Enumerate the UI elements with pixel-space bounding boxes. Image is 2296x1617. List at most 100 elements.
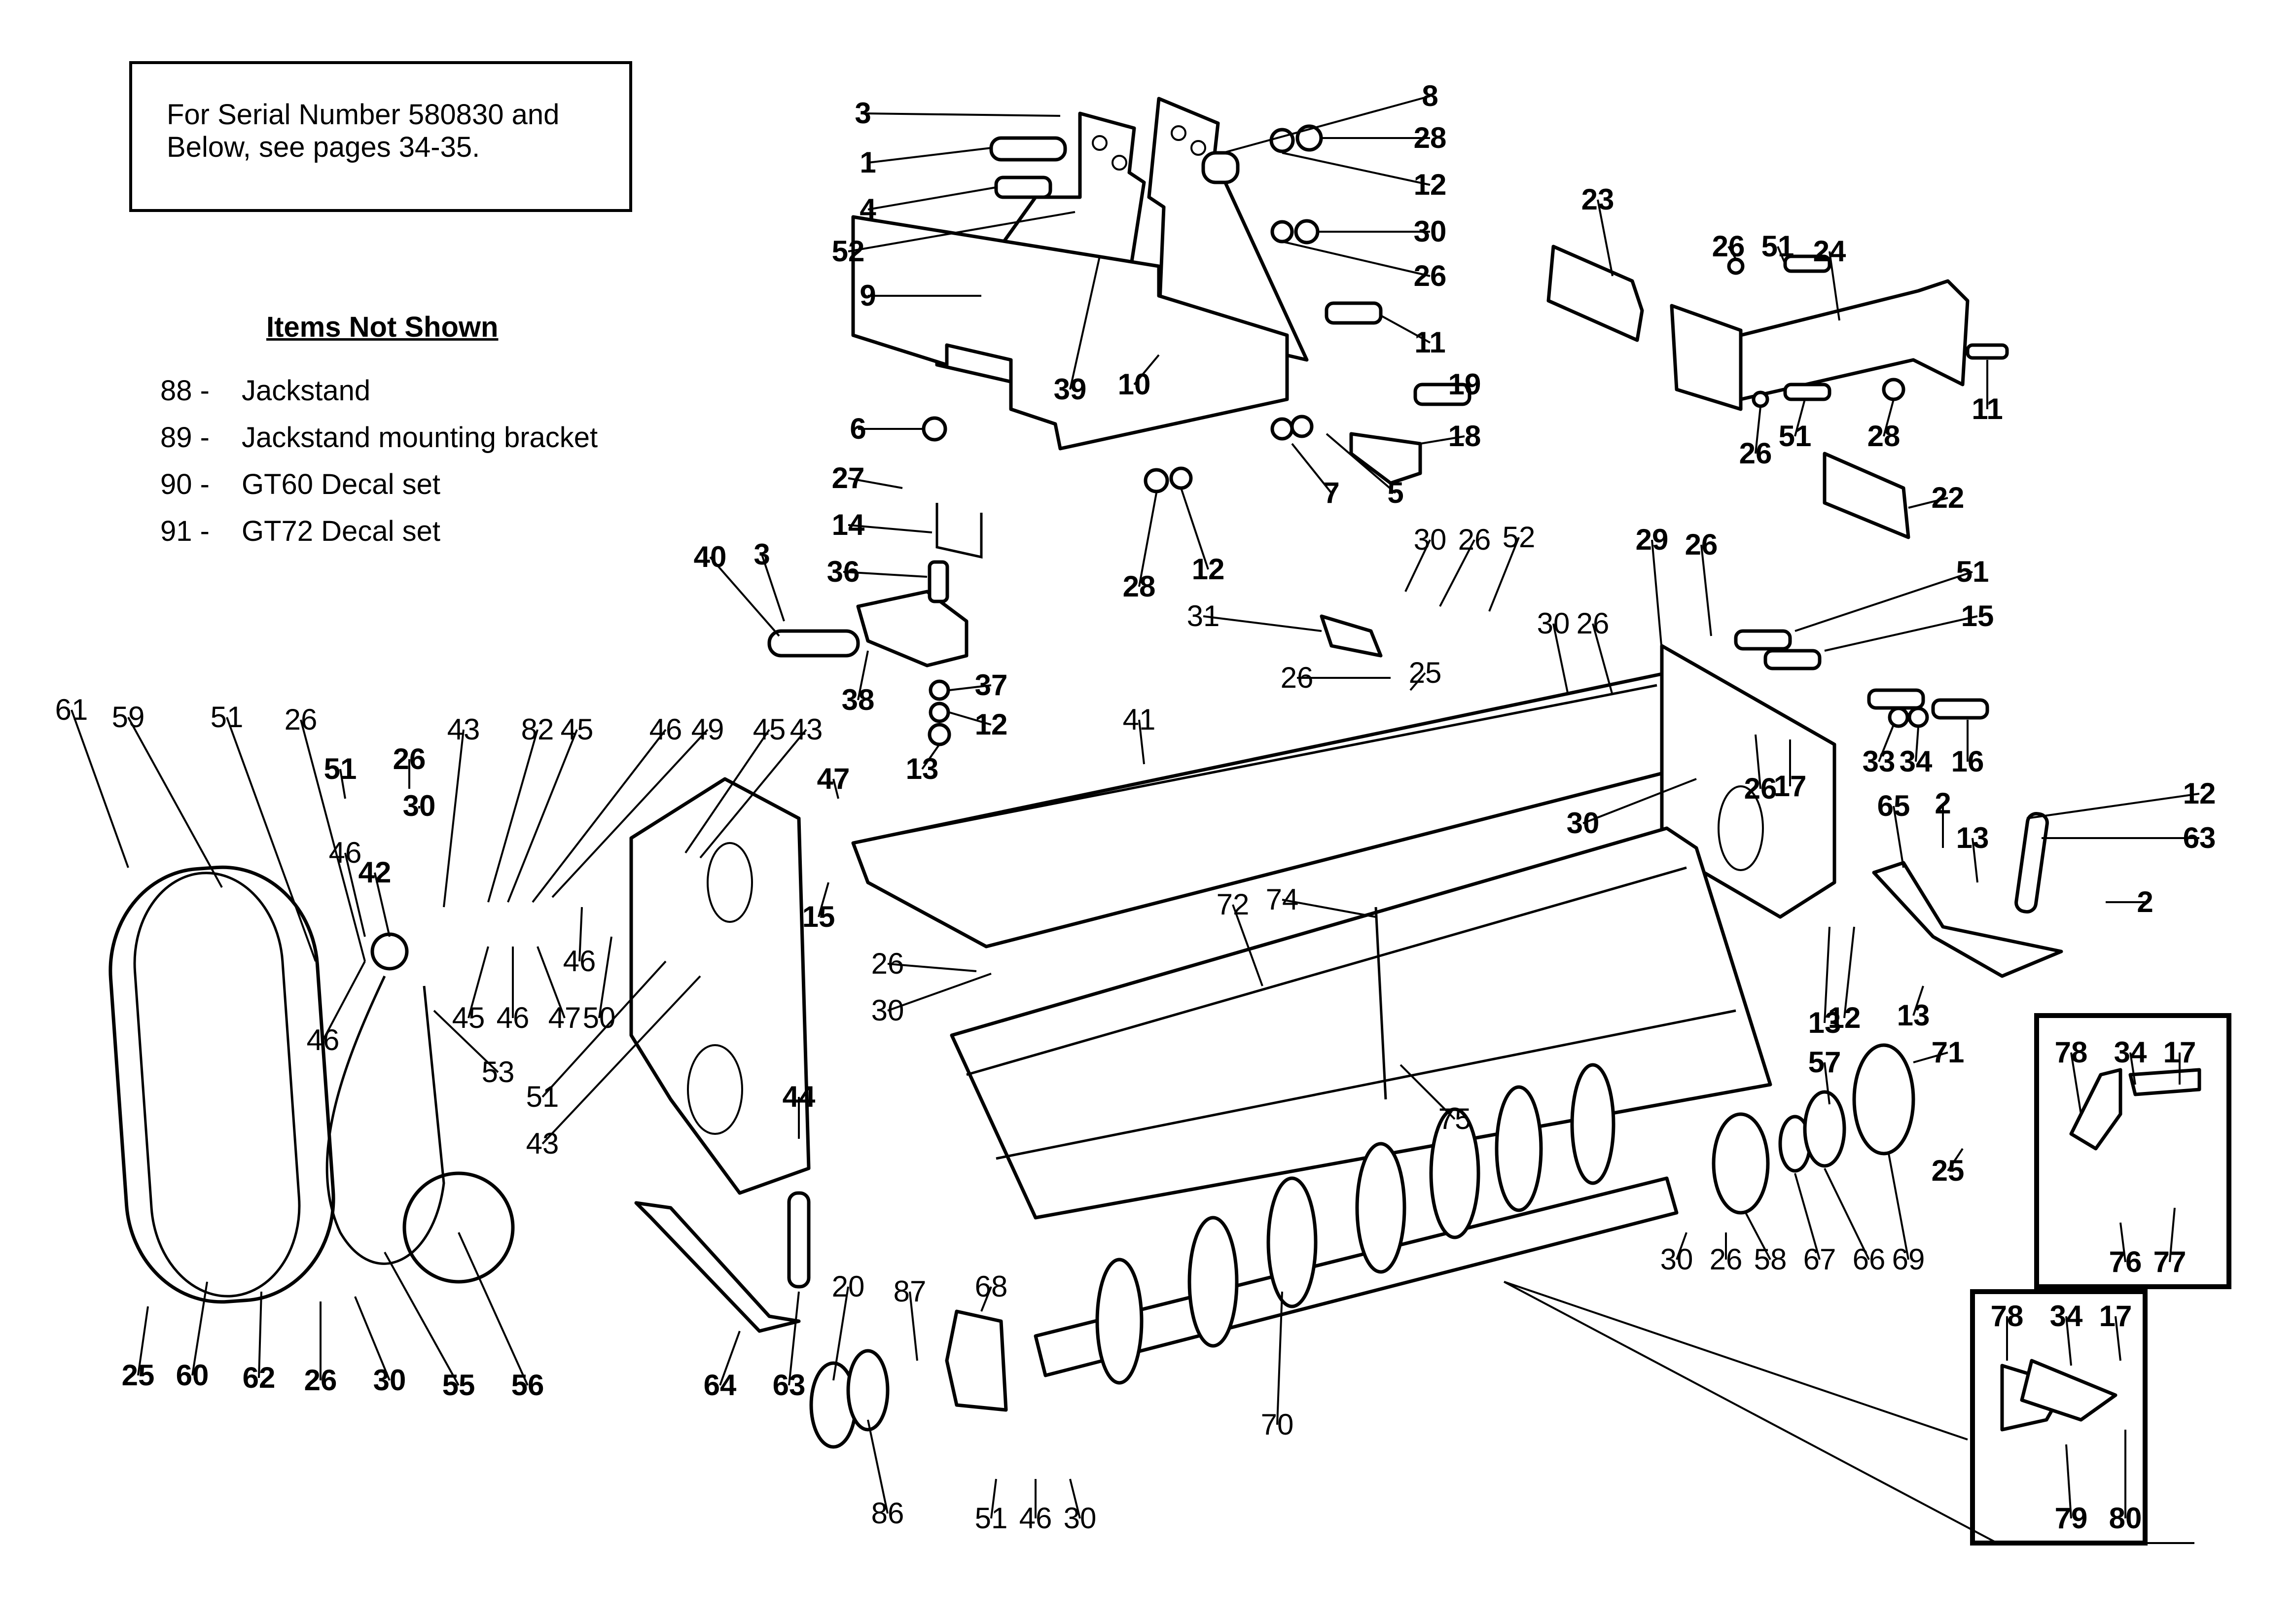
callout-label-30: 30 <box>1064 1502 1097 1535</box>
callout-label-44: 44 <box>783 1080 816 1113</box>
callout-leader-37 <box>949 684 992 691</box>
hitch-bracket-right <box>1147 97 1309 362</box>
callout-leader-39 <box>1069 256 1101 390</box>
hood-edge <box>877 684 1657 840</box>
callout-label-46: 46 <box>649 713 682 746</box>
bolt-36 <box>928 560 949 603</box>
washer-12 <box>1269 128 1295 153</box>
callout-leader-56 <box>458 1232 529 1386</box>
callout-label-2: 2 <box>1935 787 1951 820</box>
callout-label-46: 46 <box>1019 1502 1052 1535</box>
callout-label-16: 16 <box>1951 745 1984 778</box>
callout-leader-30 <box>1676 1232 1687 1260</box>
callout-label-11: 11 <box>1972 392 2003 425</box>
chain-case-cover <box>108 865 335 1304</box>
serial-note-line-1: For Serial Number 580830 and <box>167 99 560 131</box>
tine-disc <box>1095 1258 1144 1385</box>
callout-leader-75 <box>1399 1064 1456 1120</box>
callout-label-26: 26 <box>1744 772 1777 805</box>
bolt-16 <box>1931 698 1989 720</box>
callout-leader-45 <box>684 729 770 854</box>
callout-label-39: 39 <box>1054 373 1087 406</box>
nut-30 <box>1294 219 1320 245</box>
callout-leader-12 <box>2026 793 2200 819</box>
item-number: 91 - <box>160 515 210 547</box>
depth-bar-64 <box>634 1201 801 1333</box>
callout-leader-28 <box>1883 399 1895 437</box>
tine-inset-bottom <box>1970 1289 2148 1546</box>
seal-86 <box>846 1349 890 1432</box>
callout-label-64: 64 <box>704 1369 737 1402</box>
callout-label-22: 22 <box>1932 481 1965 514</box>
callout-leader-13 <box>1824 926 1830 1023</box>
callout-leader-27 <box>848 477 903 489</box>
callout-label-28: 28 <box>1867 420 1901 453</box>
tine-disc <box>1495 1085 1543 1212</box>
callout-label-26: 26 <box>1577 607 1610 640</box>
callout-leader-29 <box>1651 539 1663 651</box>
bolt-11b <box>1966 343 2009 360</box>
callout-label-20: 20 <box>832 1270 865 1303</box>
callout-leader-51 <box>1794 571 1973 632</box>
callout-label-28: 28 <box>1123 570 1156 603</box>
callout-label-37: 37 <box>975 668 1008 702</box>
callout-leader-24 <box>1829 251 1840 321</box>
callout-leader-36 <box>843 571 928 578</box>
callout-leader-51 <box>339 769 346 799</box>
tine-80 <box>2020 1359 2117 1422</box>
callout-leader-76 <box>2119 1222 2126 1263</box>
callout-label-12: 12 <box>2183 777 2216 810</box>
callout-leader-26 <box>887 963 977 972</box>
callout-label-63: 63 <box>2183 821 2216 854</box>
callout-label-30: 30 <box>373 1364 406 1397</box>
callout-leader-19 <box>1464 384 1471 395</box>
callout-label-80: 80 <box>2109 1502 2142 1535</box>
u-bolt-14 <box>935 503 983 559</box>
callout-label-67: 67 <box>1803 1243 1836 1276</box>
callout-label-25: 25 <box>1932 1154 1965 1187</box>
callout-leader-28 <box>1138 492 1157 587</box>
callout-label-51: 51 <box>1779 420 1812 453</box>
callout-leader-50 <box>598 936 612 1019</box>
callout-leader-4 <box>867 186 997 211</box>
callout-label-60: 60 <box>176 1359 209 1392</box>
callout-label-14: 14 <box>832 508 865 541</box>
callout-label-18: 18 <box>1448 420 1481 453</box>
bracket-hole <box>1190 140 1206 156</box>
callout-leader-52 <box>1488 537 1520 612</box>
flap-fold-line <box>966 866 1687 1076</box>
tine-76 <box>2069 1068 2122 1151</box>
callout-leader-22 <box>1908 497 1948 509</box>
callout-label-62: 62 <box>243 1361 276 1394</box>
bolt-51b <box>1783 383 1831 401</box>
flange-69 <box>1852 1043 1915 1156</box>
callout-leader-30 <box>1069 1478 1081 1519</box>
callout-label-7: 7 <box>1323 476 1339 509</box>
callout-label-3: 3 <box>855 97 871 130</box>
hitch-pin-8 <box>1201 151 1240 184</box>
callout-leader-69 <box>1888 1153 1909 1260</box>
callout-leader-57 <box>1824 1062 1830 1105</box>
callout-label-51: 51 <box>324 752 357 785</box>
callout-label-17: 17 <box>1774 770 1807 803</box>
plate-opening-lower <box>687 1044 743 1135</box>
washer-34 <box>1907 706 1929 728</box>
callout-label-17: 17 <box>2099 1300 2132 1333</box>
callout-label-9: 9 <box>860 279 876 312</box>
callout-label-38: 38 <box>842 683 875 716</box>
callout-leader-70 <box>1276 1291 1283 1425</box>
bearing-housing-68 <box>945 1309 1008 1412</box>
callout-label-68: 68 <box>975 1270 1008 1303</box>
callout-label-15: 15 <box>802 900 835 933</box>
callout-label-8: 8 <box>1422 79 1438 112</box>
washer-7 <box>1270 417 1294 441</box>
callout-leader-12 <box>1843 926 1855 1019</box>
callout-label-55: 55 <box>442 1369 475 1402</box>
bracket-hole <box>1112 155 1127 171</box>
callout-leader-74 <box>1282 899 1376 918</box>
plate-opening-upper <box>707 842 753 923</box>
callout-leader-86 <box>867 1419 889 1514</box>
callout-label-51: 51 <box>975 1502 1008 1535</box>
plate-23 <box>1546 245 1644 342</box>
hitch-base-frame <box>851 215 1289 451</box>
